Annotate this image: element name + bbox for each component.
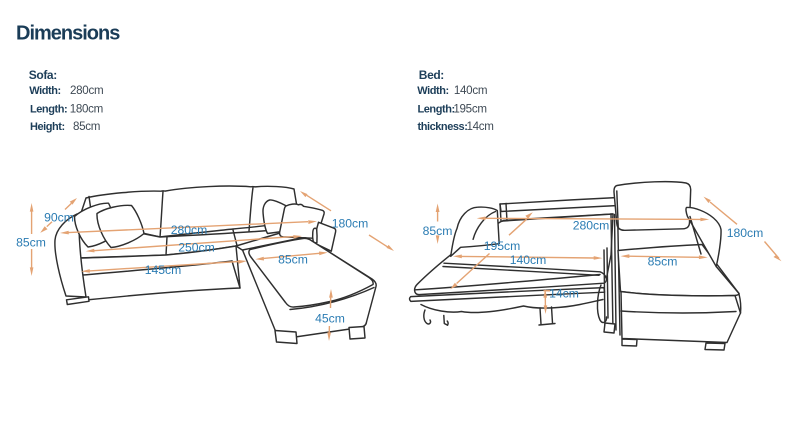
svg-text:45cm: 45cm <box>315 312 345 326</box>
svg-text:180cm: 180cm <box>727 226 764 240</box>
svg-text:145cm: 145cm <box>145 263 182 277</box>
svg-text:Bed:: Bed: <box>419 68 444 82</box>
svg-text:85cm: 85cm <box>278 253 308 267</box>
svg-text:195cm: 195cm <box>484 239 521 253</box>
svg-text:90cm: 90cm <box>44 211 74 225</box>
svg-text:195cm: 195cm <box>453 102 486 115</box>
svg-text:140cm: 140cm <box>454 84 487 97</box>
svg-text:85cm: 85cm <box>648 255 678 269</box>
svg-text:Sofa:: Sofa: <box>29 68 57 82</box>
svg-text:140cm: 140cm <box>510 253 547 267</box>
svg-text:85cm: 85cm <box>423 224 453 238</box>
svg-text:180cm: 180cm <box>70 102 103 115</box>
svg-text:Dimensions: Dimensions <box>16 23 120 45</box>
svg-text:280cm: 280cm <box>573 219 610 233</box>
svg-text:thickness:: thickness: <box>418 121 468 133</box>
svg-text:Length:: Length: <box>30 103 67 115</box>
svg-text:250cm: 250cm <box>178 241 215 255</box>
svg-text:280cm: 280cm <box>70 84 103 97</box>
svg-text:180cm: 180cm <box>332 217 369 231</box>
svg-text:Height:: Height: <box>30 121 65 133</box>
svg-text:14cm: 14cm <box>467 120 494 133</box>
svg-text:85cm: 85cm <box>16 236 46 250</box>
svg-text:Width:: Width: <box>29 85 60 97</box>
svg-text:14cm: 14cm <box>549 287 579 301</box>
svg-text:85cm: 85cm <box>73 120 100 133</box>
svg-text:280cm: 280cm <box>171 223 208 237</box>
svg-text:Width:: Width: <box>417 85 448 97</box>
svg-text:Length:: Length: <box>418 103 455 115</box>
